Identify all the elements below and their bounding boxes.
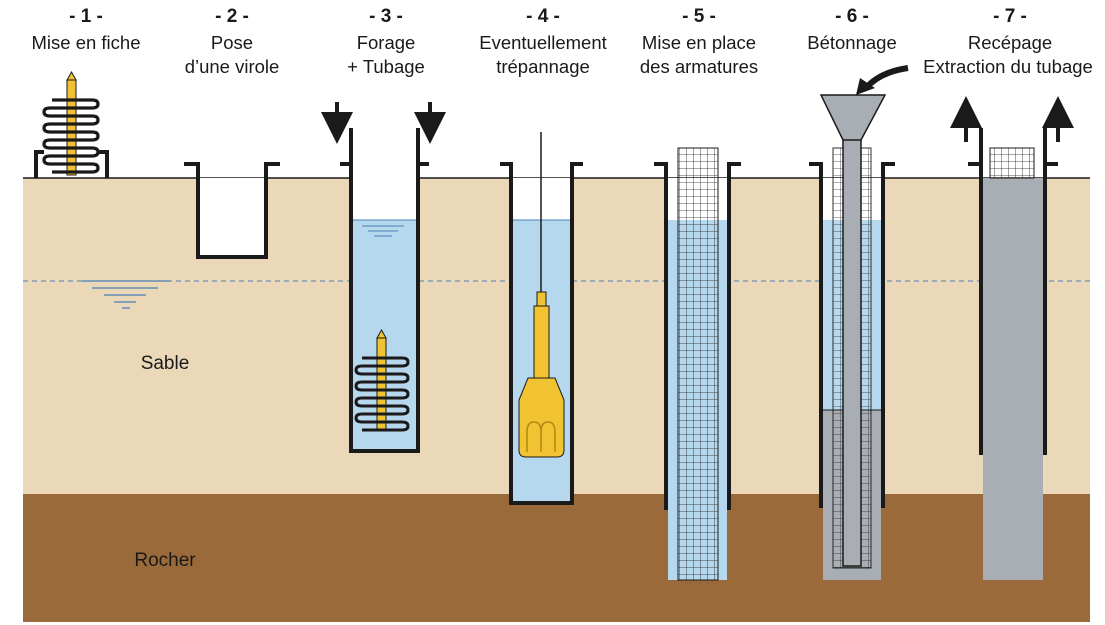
chisel-head-icon [518,377,565,458]
reinforcement-cage [677,147,719,581]
step-4-label: Eventuellement [479,32,607,53]
step-7-number: - 7 - [993,6,1027,27]
step-1-number: - 1 - [69,6,103,27]
casing-ring [184,162,280,259]
auger-tip [66,70,77,81]
casing-tube [500,162,583,505]
step-6-label: Bétonnage [807,32,897,53]
casing-tube [809,162,895,508]
step-2-label: Pose [211,32,253,53]
step-1-illustration [34,70,109,178]
concrete-hopper-icon [819,94,887,141]
step-2-number: - 2 - [215,6,249,27]
step-3-label: + Tubage [347,56,425,77]
step-2-label: d’une virole [185,56,280,77]
step-6-number: - 6 - [835,6,869,27]
step-3-number: - 3 - [369,6,403,27]
chisel-body [533,305,550,379]
step-3-illustration [321,102,446,453]
auger-helix-icon [42,98,100,174]
water-table-symbol [82,280,170,309]
sand-layer-label: Sable [141,353,190,374]
auger-helix-icon [354,356,410,432]
pour-arrow-icon [863,65,909,91]
step-4-label: trépannage [496,56,590,77]
casing-tube [654,162,741,510]
step-2-illustration [184,162,280,259]
reinforcement-cage-top [989,147,1035,179]
step-5-number: - 5 - [682,6,716,27]
step-7-label: Extraction du tubage [923,56,1093,77]
step-4-illustration [500,132,583,505]
step-labels: - 1 - Mise en fiche - 2 - Pose d’une vir… [32,6,1093,77]
rock-layer-label: Rocher [134,550,196,571]
step-4-number: - 4 - [526,6,560,27]
step-1-label: Mise en fiche [32,32,141,53]
step-5-illustration [654,147,741,581]
step-7-illustration [950,96,1074,580]
step-5-label: des armatures [640,56,758,77]
auger-shaft [376,337,387,431]
auger-shaft [66,79,77,176]
step-6-illustration [809,65,909,580]
step-3-label: Forage [357,32,416,53]
step-5-label: Mise en place [642,32,756,53]
tremie-pipe [842,137,862,567]
step-7-label: Recépage [968,32,1052,53]
concrete-pile [983,178,1043,580]
rock-layer [23,494,1090,622]
